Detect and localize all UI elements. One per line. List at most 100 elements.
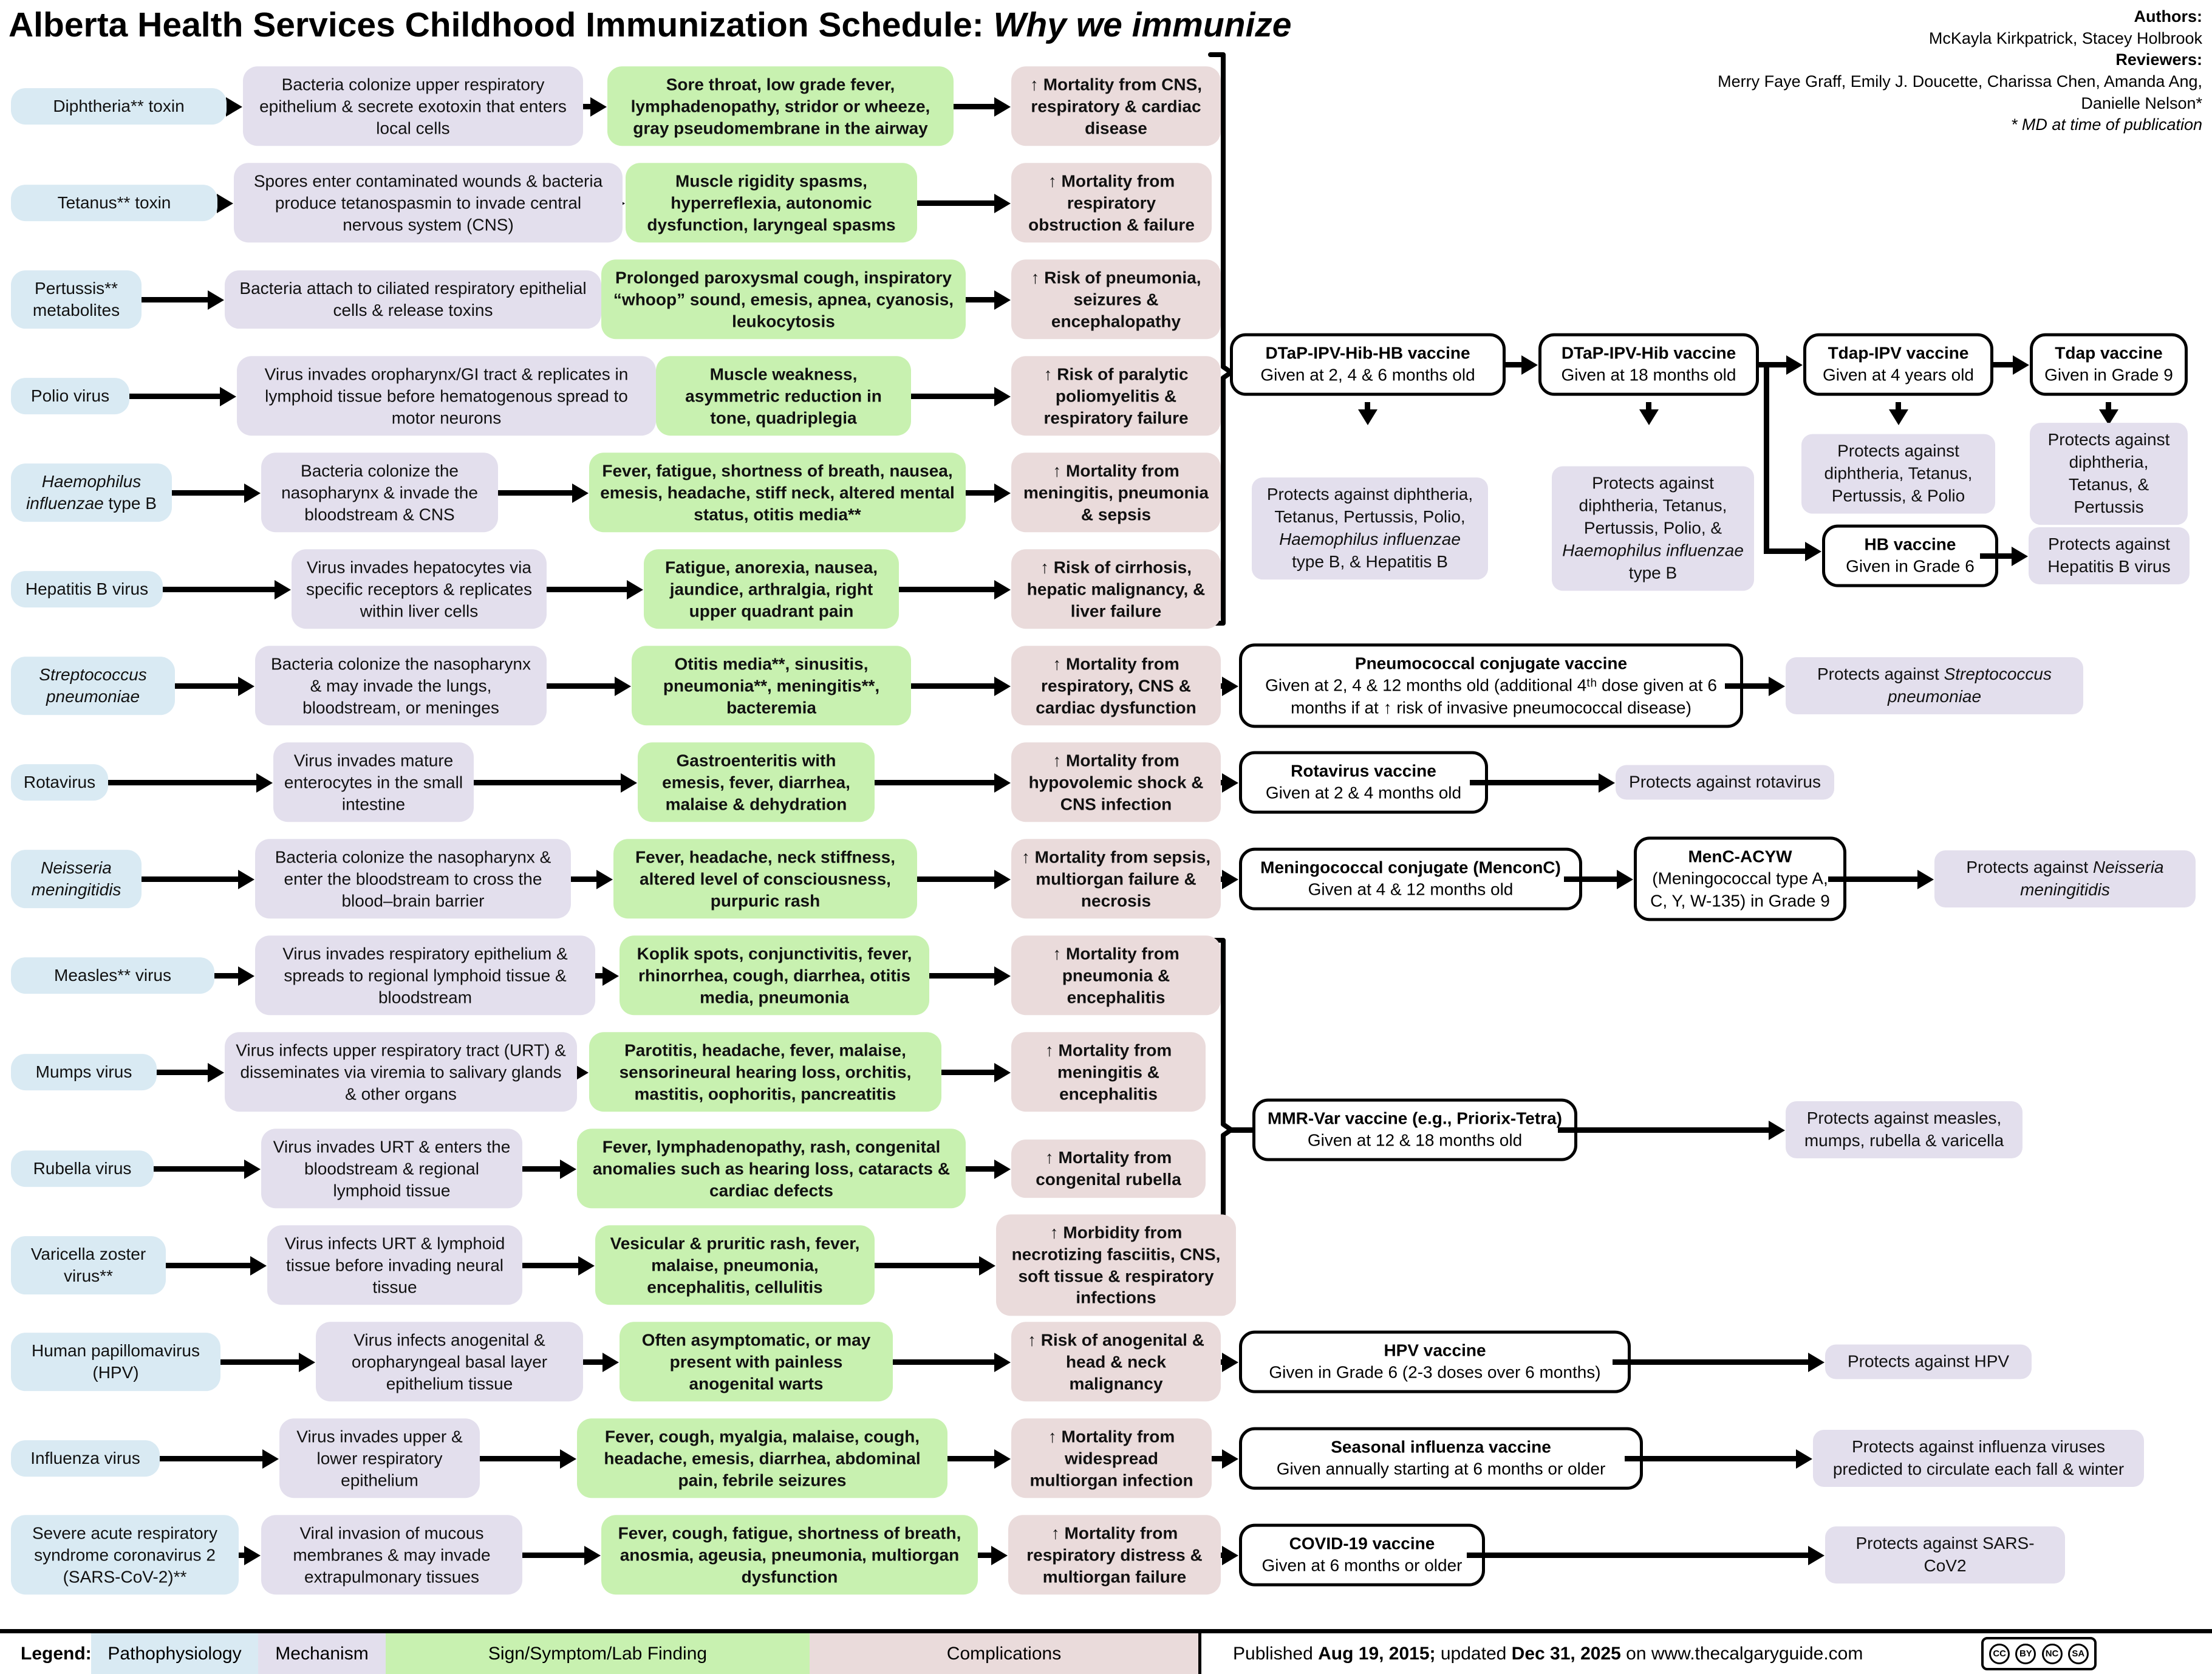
arrow xyxy=(154,683,239,689)
mechanism-rubella: Virus invades URT & enters the bloodstre… xyxy=(261,1129,522,1209)
complications-hepb: ↑ Risk of cirrhosis, hepatic malignancy,… xyxy=(1011,549,1221,629)
mechanism-rotavirus: Virus invades mature enterocytes in the … xyxy=(273,742,474,822)
protection-rotavirus: Protects against rotavirus xyxy=(1616,765,1834,800)
signs-influenza: Fever, cough, myalgia, malaise, cough, h… xyxy=(577,1418,947,1498)
cc-license-badge: CC BY NC SA xyxy=(1981,1637,2097,1670)
label: Human papillomavirus (HPV) xyxy=(31,1341,200,1382)
arrow xyxy=(865,1359,995,1365)
arrow xyxy=(938,1166,995,1172)
arrow xyxy=(884,394,995,399)
arrow xyxy=(847,780,995,785)
arrow xyxy=(135,1070,209,1075)
pathogen-rotavirus: Rotavirus xyxy=(11,764,108,801)
arrow xyxy=(120,876,239,882)
arrow xyxy=(519,587,628,592)
complications-pertussis: ↑ Risk of pneumonia, seizures & encephal… xyxy=(1011,259,1221,340)
label: type B xyxy=(103,494,157,513)
arrow xyxy=(142,587,276,592)
complications-rubella: ↑ Mortality from congenital rubella xyxy=(1011,1139,1206,1198)
mechanism-neisseria: Bacteria colonize the nasopharynx & ente… xyxy=(255,839,571,919)
label: Pertussis** metabolites xyxy=(32,279,120,319)
mechanism-tetanus: Spores enter contaminated wounds & bacte… xyxy=(234,163,623,243)
arrow xyxy=(151,490,245,496)
connector-line xyxy=(1229,1127,1254,1133)
arrow xyxy=(501,1263,579,1268)
signs-rubella: Fever, lymphadenopathy, rash, congenital… xyxy=(577,1129,966,1209)
publication-info: Published Aug 19, 2015; updated Dec 31, … xyxy=(1233,1643,1863,1664)
label: Rotavirus xyxy=(23,773,96,792)
complications-diphtheria: ↑ Mortality from CNS, respiratory & card… xyxy=(1011,66,1221,146)
arrow xyxy=(920,1456,995,1461)
mechanism-strep: Bacteria colonize the nasopharynx & may … xyxy=(255,646,547,726)
divider-line xyxy=(1198,1633,1201,1674)
arrow xyxy=(138,1456,264,1461)
pathogen-diphtheria: Diphtheria** toxin xyxy=(11,88,227,125)
arrow xyxy=(501,1553,585,1558)
arrow xyxy=(1828,876,1919,882)
label: Mumps virus xyxy=(35,1062,132,1082)
authors-names: McKayla Kirkpatrick, Stacey Holbrook xyxy=(1928,29,2202,47)
mechanism-hib: Bacteria colonize the nasopharynx & inva… xyxy=(261,453,498,533)
cc-nc-icon: NC xyxy=(2041,1643,2063,1664)
arrow xyxy=(1725,683,1770,689)
protection-meningococcal: Protects against Neisseria meningitidis xyxy=(1934,850,2196,907)
arrow xyxy=(471,490,573,496)
arrow xyxy=(1764,548,1806,554)
signs-measles: Koplik spots, conjunctivitis, fever, rhi… xyxy=(620,935,929,1016)
arrow xyxy=(884,683,995,689)
mechanism-influenza: Virus invades upper & lower respiratory … xyxy=(279,1418,480,1498)
pathogen-rubella: Rubella virus xyxy=(11,1150,154,1187)
cc-by-icon: BY xyxy=(2015,1643,2036,1664)
reviewers-label: Reviewers: xyxy=(2115,50,2202,69)
mechanism-measles: Virus invades respiratory epithelium & s… xyxy=(255,935,595,1016)
mechanism-varicella: Virus infects URT & lymphoid tissue befo… xyxy=(267,1225,522,1305)
pathogen-sarscov2: Severe acute respiratory syndrome corona… xyxy=(11,1515,239,1595)
label: Varicella zoster virus** xyxy=(30,1245,146,1285)
protection-tdap-ipv: Protects against diphtheria, Tetanus, Pe… xyxy=(1801,434,1995,514)
arrow xyxy=(1365,402,1370,411)
arrow xyxy=(459,1456,561,1461)
arrow xyxy=(2106,402,2111,411)
signs-diphtheria: Sore throat, low grade fever, lymphadeno… xyxy=(607,66,954,146)
title-emphasis: Why we immunize xyxy=(993,5,1292,44)
credits-block: Authors: McKayla Kirkpatrick, Stacey Hol… xyxy=(1704,6,2202,136)
arrow xyxy=(902,973,995,979)
arrow xyxy=(199,1359,300,1365)
complications-hib: ↑ Mortality from meningitis, pneumonia &… xyxy=(1011,453,1221,533)
complications-hpv: ↑ Risk of anogenital & head & neck malig… xyxy=(1011,1322,1221,1402)
arrow xyxy=(1564,876,1618,882)
mechanism-hpv: Virus infects anogenital & oropharyngeal… xyxy=(316,1322,583,1402)
arrow xyxy=(920,1070,995,1075)
signs-polio: Muscle weakness, asymmetric reduction in… xyxy=(656,356,911,436)
vaccine-meningococcal: Meningococcal conjugate (MenconC)Given a… xyxy=(1239,847,1582,910)
protection-dtap-ipv-hib: Protects against diphtheria, Tetanus, Pe… xyxy=(1552,466,1754,591)
pathogen-tetanus: Tetanus** toxin xyxy=(11,185,217,221)
signs-mumps: Parotitis, headache, fever, malaise, sen… xyxy=(589,1032,941,1112)
pathogen-neisseria: Neisseria meningitidis xyxy=(11,850,142,908)
arrow xyxy=(108,394,221,399)
arrow xyxy=(890,200,995,206)
pathogen-hepb: Hepatitis B virus xyxy=(11,571,163,607)
reviewers-names: Merry Faye Graff, Emily J. Doucette, Cha… xyxy=(1718,72,2202,112)
protection-tdap: Protects against diphtheria, Tetanus, & … xyxy=(2030,423,2188,525)
label: Measles** virus xyxy=(54,966,171,985)
arrow xyxy=(1896,402,1901,411)
signs-sarscov2: Fever, cough, fatigue, shortness of brea… xyxy=(601,1515,978,1595)
label: Hepatitis B virus xyxy=(25,579,149,599)
protection-hb: Protects against Hepatitis B virus xyxy=(2029,527,2190,584)
protection-covid19: Protects against SARS-CoV2 xyxy=(1825,1526,2065,1583)
label: Diphtheria** toxin xyxy=(53,97,185,116)
arrow xyxy=(847,1263,980,1268)
signs-varicella: Vesicular & pruritic rash, fever, malais… xyxy=(595,1225,875,1305)
protection-pneumococcal: Protects against Streptococcus pneumonia… xyxy=(1786,657,2083,714)
mechanism-polio: Virus invades oropharynx/GI tract & repl… xyxy=(237,356,656,436)
protection-dtap-ipv-hib-hb: Protects against diphtheria, Tetanus, Pe… xyxy=(1252,477,1488,579)
signs-hepb: Fatigue, anorexia, nausea, jaundice, art… xyxy=(644,549,899,629)
